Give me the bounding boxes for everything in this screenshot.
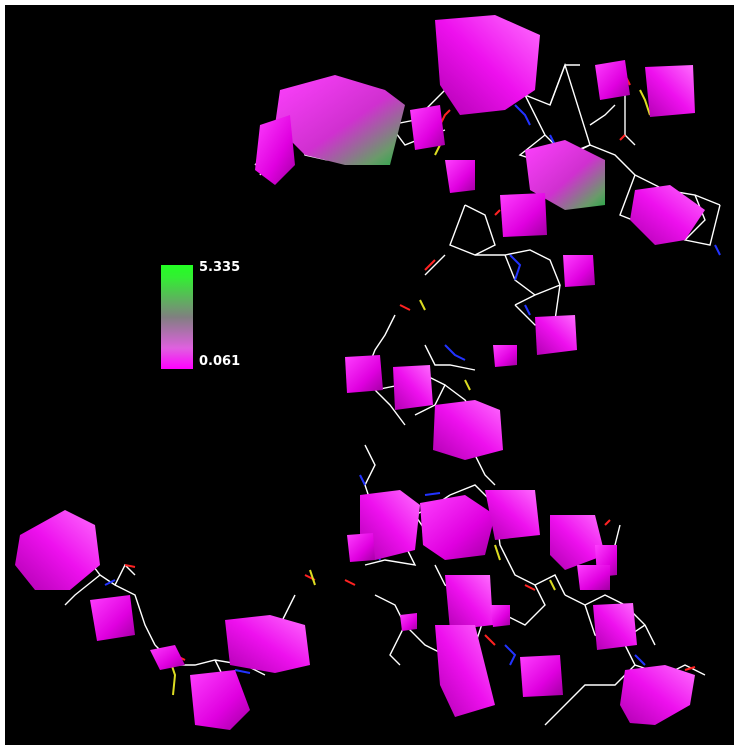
molecule-viewport[interactable]: 5.335 0.061 <box>5 5 734 745</box>
color-gradient-bar <box>161 265 193 369</box>
legend-min-value: 0.061 <box>199 354 241 369</box>
color-scale-legend: 5.335 0.061 <box>161 261 261 381</box>
legend-max-value: 5.335 <box>199 260 241 275</box>
property-surfaces <box>15 15 705 730</box>
molecule-render[interactable] <box>5 5 734 745</box>
